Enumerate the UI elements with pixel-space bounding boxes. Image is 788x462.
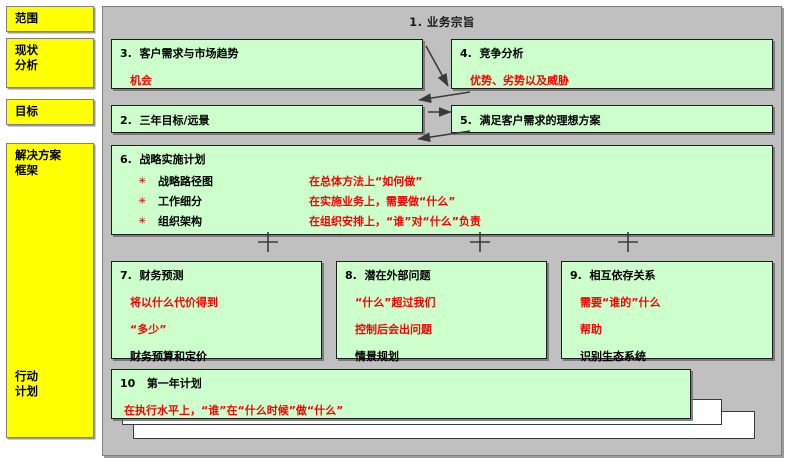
asterisk-icon: ✳: [138, 216, 147, 227]
box-10-highlight: 在执行水平上，“谁”在“什么时候”做“什么”: [124, 404, 344, 417]
sidebar-item-situation-line-1: 分析: [15, 58, 38, 72]
box-2-title: 三年目标/远景: [139, 114, 210, 127]
box-9-line-3: 识别生态系统: [580, 350, 646, 363]
box-9-heading: 9. 相互依存关系: [562, 262, 772, 283]
box-6-strategy-implementation[interactable]: 6. 战略实施计划 ✳ 战略路径图 在总体方法上“如何做” ✳ 工作细分 在实施…: [111, 145, 773, 235]
sidebar-item-scope-line-0: 范围: [15, 11, 38, 25]
box-9-interdependencies[interactable]: 9. 相互依存关系 需要“谁的”什么 帮助 识别生态系统: [561, 261, 773, 363]
page-title: 1. 业务宗旨: [409, 15, 475, 29]
box-9-line-1: 需要“谁的”什么: [580, 296, 661, 309]
box-7-financial-forecast[interactable]: 7. 财务预测 将以什么代价得到 “多少” 财务预算和定价: [111, 261, 322, 363]
box-4-title: 竞争分析: [479, 47, 524, 60]
box-6-heading: 6. 战略实施计划: [112, 146, 772, 167]
box-4-number: 4.: [460, 47, 472, 60]
box-4-competitive-analysis[interactable]: 4. 竞争分析 优势、劣势以及威胁: [451, 39, 773, 89]
box-3-title: 客户需求与市场趋势: [139, 47, 239, 60]
sidebar-item-situation-line-0: 现状: [15, 43, 38, 57]
box-7-heading: 7. 财务预测: [112, 262, 321, 283]
sidebar-item-goals[interactable]: 目标: [6, 99, 94, 125]
box-10-first-year-plan[interactable]: 10 第一年计划 在执行水平上，“谁”在“什么时候”做“什么”: [111, 369, 691, 419]
box-10-number: 10: [120, 377, 136, 390]
box-6-row-1-label: 工作细分: [158, 195, 202, 208]
sidebar-item-solution-and-action[interactable]: 解决方案 框架 行动 计划: [6, 143, 94, 438]
box-9-title: 相互依存关系: [589, 269, 656, 282]
sidebar-item-solution-line-1: 框架: [15, 163, 38, 177]
box-3-heading: 3. 客户需求与市场趋势: [112, 40, 422, 61]
box-7-title: 财务预测: [139, 269, 184, 282]
sidebar-item-action-line-1: 计划: [15, 384, 38, 398]
box-6-row-2-label: 组织架构: [158, 215, 202, 228]
box-10-heading: 10 第一年计划: [112, 370, 690, 391]
box-5-title: 满足客户需求的理想方案: [479, 114, 601, 127]
box-2-heading: 2. 三年目标/远景: [112, 106, 422, 128]
box-6-row-1: ✳ 工作细分 在实施业务上，需要做“什么”: [112, 192, 772, 212]
sidebar-item-situation[interactable]: 现状 分析: [6, 38, 94, 88]
business-mission-panel: 1. 业务宗旨 3. 客户需求与市场趋势 机会 4. 竞争分析 优势、劣势以及威…: [102, 6, 782, 456]
box-6-row-0: ✳ 战略路径图 在总体方法上“如何做”: [112, 172, 772, 192]
sidebar-item-scope[interactable]: 范围: [6, 6, 94, 32]
box-2-three-year-goals[interactable]: 2. 三年目标/远景: [111, 105, 423, 133]
sidebar-item-solution-line-0: 解决方案: [15, 148, 61, 162]
box-3-highlight: 机会: [130, 74, 152, 87]
box-5-ideal-solution[interactable]: 5. 满足客户需求的理想方案: [451, 105, 773, 133]
box-6-title: 战略实施计划: [139, 153, 206, 166]
box-6-number: 6.: [120, 153, 132, 166]
box-7-line-3: 财务预算和定价: [130, 350, 207, 363]
box-8-external-issues[interactable]: 8. 潜在外部问题 “什么”超过我们 控制后会出问题 情景规划: [336, 261, 547, 363]
box-7-line-1: 将以什么代价得到: [130, 296, 218, 309]
box-6-row-2-value: 在组织安排上，“谁”对“什么”负责: [309, 215, 481, 228]
box-10-title: 第一年计划: [146, 377, 202, 390]
asterisk-icon: ✳: [138, 176, 147, 187]
box-9-line-2: 帮助: [580, 323, 602, 336]
box-4-heading: 4. 竞争分析: [452, 40, 772, 61]
box-8-line-3: 情景规划: [355, 350, 399, 363]
box-5-number: 5.: [460, 114, 472, 127]
box-9-number: 9.: [570, 269, 582, 282]
box-3-number: 3.: [120, 47, 132, 60]
asterisk-icon: ✳: [138, 196, 147, 207]
box-6-row-1-value: 在实施业务上，需要做“什么”: [309, 195, 456, 208]
box-2-number: 2.: [120, 114, 132, 127]
box-8-line-1: “什么”超过我们: [355, 296, 436, 309]
box-7-line-2: “多少”: [130, 323, 167, 336]
box-8-line-2: 控制后会出问题: [355, 323, 432, 336]
box-5-heading: 5. 满足客户需求的理想方案: [452, 106, 772, 128]
box-8-title: 潜在外部问题: [364, 269, 431, 282]
sidebar-item-action-line-0: 行动: [15, 369, 38, 383]
box-8-heading: 8. 潜在外部问题: [337, 262, 546, 283]
box-4-highlight: 优势、劣势以及威胁: [470, 74, 569, 87]
box-6-row-0-label: 战略路径图: [158, 175, 213, 188]
box-8-number: 8.: [345, 269, 357, 282]
box-6-row-2: ✳ 组织架构 在组织安排上，“谁”对“什么”负责: [112, 212, 772, 232]
box-6-row-0-value: 在总体方法上“如何做”: [309, 175, 423, 188]
box-7-number: 7.: [120, 269, 132, 282]
sidebar-item-goals-line-0: 目标: [15, 104, 38, 118]
box-3-customer-needs[interactable]: 3. 客户需求与市场趋势 机会: [111, 39, 423, 89]
